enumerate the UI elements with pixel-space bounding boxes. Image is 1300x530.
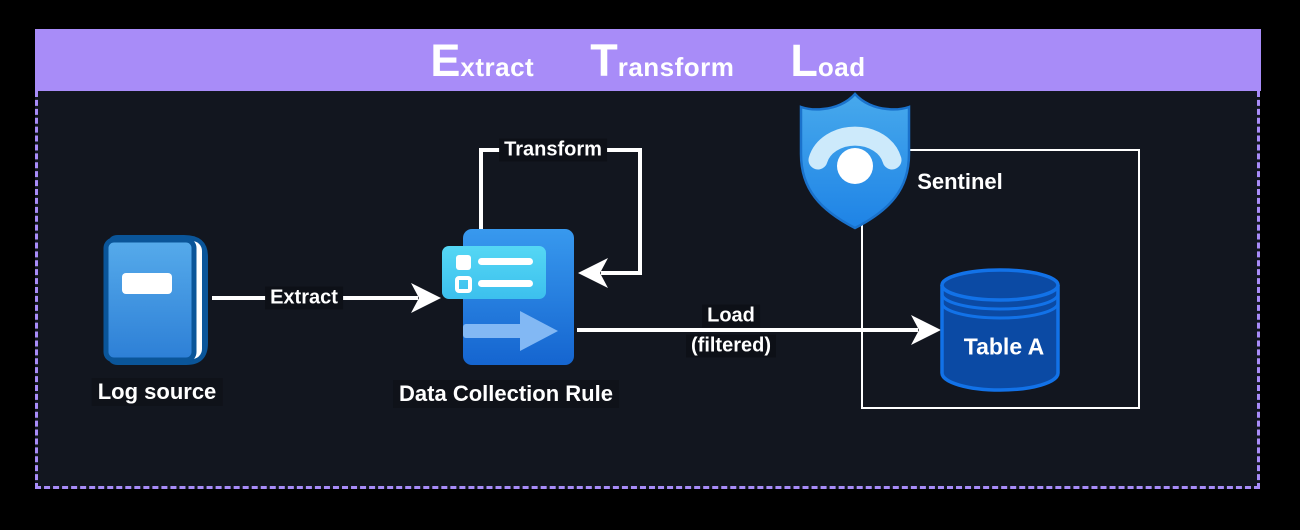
sentinel-shield-icon — [799, 92, 911, 230]
load-connector-label: Load — [702, 304, 760, 328]
title-word-load-rest: oad — [817, 51, 866, 82]
log-source-label: Log source — [91, 378, 223, 406]
title-word-extract-rest: xtract — [460, 51, 535, 82]
title-word-load-initial: L — [790, 34, 818, 86]
load-filtered-sublabel: (filtered) — [686, 334, 776, 358]
title-word-transform-rest: ransform — [617, 51, 735, 82]
extract-connector-label: Extract — [265, 286, 343, 310]
data-collection-rule-icon — [442, 229, 574, 365]
title-word-extract-initial: E — [430, 34, 461, 86]
table-a-label: Table A — [963, 333, 1045, 360]
transform-connector-label: Transform — [499, 138, 607, 162]
sentinel-label: Sentinel — [917, 169, 1003, 194]
dcr-flow-arrow-glyph — [463, 311, 558, 351]
sentinel-workspace-box — [861, 149, 1140, 409]
table-a-database-icon — [940, 268, 1060, 392]
title-word-transform-initial: T — [590, 34, 618, 86]
data-collection-rule-label: Data Collection Rule — [393, 380, 619, 408]
log-source-book-icon — [103, 235, 208, 365]
